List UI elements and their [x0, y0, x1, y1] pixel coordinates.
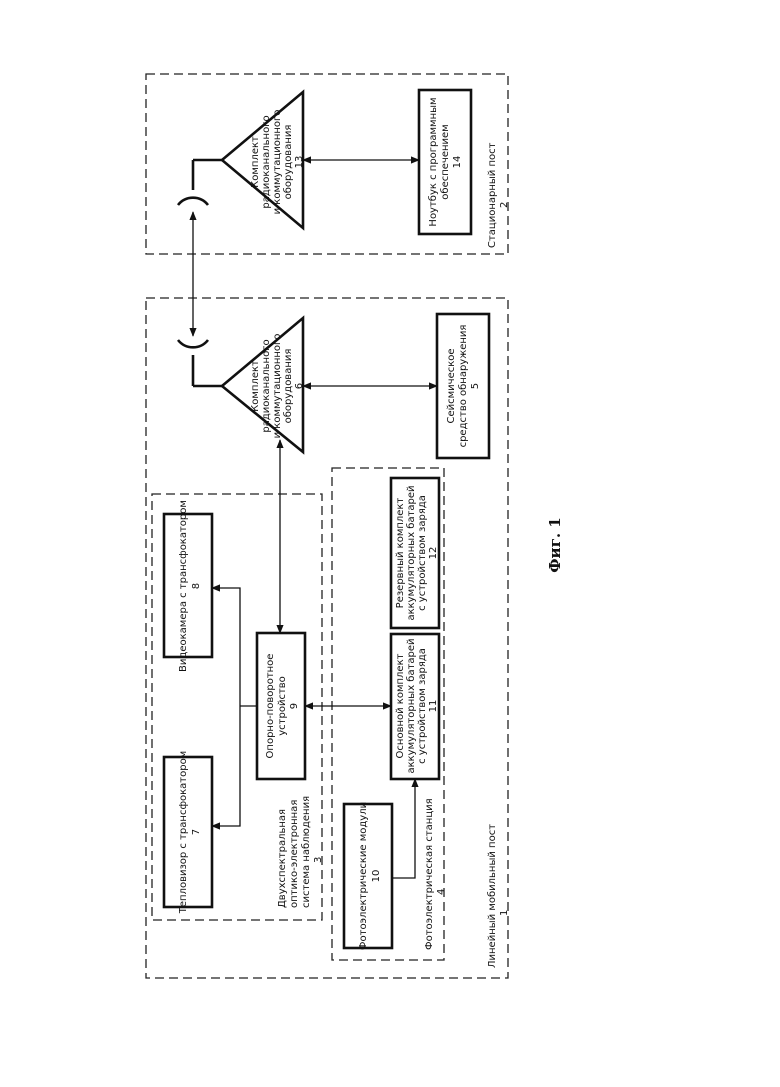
svg-text:Комплект: Комплект	[250, 360, 261, 412]
svg-text:2: 2	[499, 202, 510, 208]
svg-text:13: 13	[294, 156, 305, 169]
linear-mobile-post-label: Линейный мобильный пост 1	[487, 824, 510, 968]
svg-text:14: 14	[452, 156, 463, 169]
antenna-mobile-icon	[178, 340, 208, 347]
svg-text:радиоканального: радиоканального	[261, 339, 272, 432]
svg-text:Комплект: Комплект	[250, 136, 261, 188]
svg-text:Сейсмическое: Сейсмическое	[446, 348, 457, 423]
svg-text:оптико-электронная: оптико-электронная	[289, 800, 300, 908]
svg-text:с устройством заряда: с устройством заряда	[417, 648, 428, 764]
svg-text:4: 4	[436, 889, 447, 895]
svg-text:3: 3	[313, 857, 324, 863]
svg-text:Опорно-поворотное: Опорно-поворотное	[265, 654, 276, 759]
svg-text:оборудования: оборудования	[283, 349, 294, 424]
svg-text:с устройством заряда: с устройством заряда	[417, 495, 428, 611]
svg-text:8: 8	[191, 583, 202, 589]
svg-text:Резервный комплект: Резервный комплект	[395, 497, 406, 608]
svg-text:и коммутационного: и коммутационного	[272, 110, 283, 215]
svg-text:обеспечением: обеспечением	[440, 124, 451, 199]
stationary-post-label: Стационарный пост 2	[487, 142, 510, 248]
svg-text:Ноутбук с программным: Ноутбук с программным	[428, 97, 439, 226]
svg-text:Двухспектральная: Двухспектральная	[277, 809, 288, 908]
svg-text:11: 11	[428, 700, 439, 713]
svg-text:аккумуляторных батарей: аккумуляторных батарей	[406, 638, 417, 773]
svg-text:Фотоэлектрические модули: Фотоэлектрические модули	[358, 802, 369, 950]
svg-text:система наблюдения: система наблюдения	[301, 796, 312, 908]
svg-text:6: 6	[294, 383, 305, 389]
svg-text:10: 10	[371, 870, 382, 883]
svg-text:радиоканального: радиоканального	[261, 115, 272, 208]
svg-text:и коммутационного: и коммутационного	[272, 334, 283, 439]
svg-text:устройство: устройство	[277, 676, 288, 736]
svg-text:Основной комплект: Основной комплект	[395, 653, 406, 758]
optical-system-label: Двухспектральная оптико-электронная сист…	[277, 796, 324, 908]
svg-text:оборудования: оборудования	[283, 125, 294, 200]
antenna-stationary-icon	[178, 198, 208, 205]
bus-to-camera-arrow	[212, 588, 240, 706]
svg-text:средство обнаружения: средство обнаружения	[458, 325, 469, 448]
svg-text:Стационарный пост: Стационарный пост	[487, 142, 498, 248]
figure-caption: Фиг. 1	[546, 517, 564, 572]
svg-text:7: 7	[191, 829, 202, 835]
bus-to-thermal-arrow	[212, 706, 240, 826]
svg-text:Фотоэлектрическая станция: Фотоэлектрическая станция	[424, 798, 435, 950]
svg-text:аккумуляторных батарей: аккумуляторных батарей	[406, 485, 417, 620]
svg-text:Тепловизор с трансфокатором: Тепловизор с трансфокатором	[178, 751, 189, 914]
svg-text:Видеокамера с трансфокатором: Видеокамера с трансфокатором	[178, 500, 189, 672]
svg-text:9: 9	[289, 703, 300, 709]
svg-text:12: 12	[428, 547, 439, 560]
svg-text:Фиг. 1: Фиг. 1	[546, 517, 564, 572]
svg-text:Линейный мобильный пост: Линейный мобильный пост	[487, 824, 498, 968]
pv-to-battery-arrow	[392, 779, 415, 878]
svg-text:1: 1	[499, 910, 510, 916]
svg-text:5: 5	[470, 383, 481, 389]
